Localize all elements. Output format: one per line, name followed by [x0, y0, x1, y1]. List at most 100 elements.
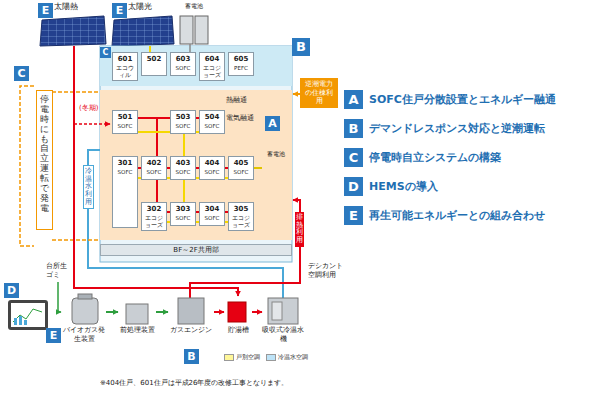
legend-item: 戸別空調 [224, 353, 260, 362]
tablet-icon [24, 320, 27, 325]
node-text: 605 [230, 55, 252, 63]
tablet-icon [8, 300, 48, 330]
blackout-bracket [20, 86, 34, 246]
node-text: HEMSの導入 [369, 179, 438, 194]
devices [268, 298, 298, 324]
source-label: 台所生ゴミ [46, 262, 68, 279]
callout-badge: E [46, 328, 61, 343]
node-text: 603 [172, 55, 194, 63]
callout-badge: E [38, 3, 53, 18]
devices [72, 294, 298, 324]
devices [272, 302, 282, 320]
building [100, 46, 292, 262]
solar-panels [40, 16, 174, 46]
connector [214, 311, 224, 313]
legend-item: 冷温水空調 [266, 353, 308, 362]
node-text: 吸収式冷温水機 [262, 326, 304, 343]
battery-icon [180, 16, 193, 44]
devices [72, 298, 98, 324]
dwelling-unit: 504SOFC [199, 110, 225, 134]
callout-badge: C [14, 66, 29, 81]
node-text: 504 [201, 113, 223, 121]
dwelling-unit: 402SOFC [141, 156, 167, 180]
flow-label: 熱融通 [226, 96, 247, 105]
callout-badge: D [4, 283, 19, 298]
node-text: エコジョーズ [230, 215, 252, 228]
dwelling-unit: 305エコジョーズ [228, 202, 254, 231]
node-text: PEFC [230, 65, 252, 72]
node-text: SOFC住戸分散設置とエネルギー融通 [369, 92, 556, 107]
legend-text: 戸別空調 [236, 353, 260, 362]
building [100, 90, 292, 240]
node-text: ガスエンジン [168, 326, 214, 335]
building [100, 46, 292, 262]
solar-panels [112, 16, 174, 46]
callout-badge: A [265, 116, 280, 131]
tablet-icon [19, 316, 22, 325]
node-text: 太陽光 [128, 2, 174, 12]
node-text: 402 [143, 159, 165, 167]
node-text: 303 [172, 205, 194, 213]
reverse-flow-arrow [293, 94, 300, 95]
devices [228, 302, 246, 322]
node-text: デマンドレスポンス対応と逆潮運転 [369, 121, 545, 136]
exhaust-heat-line [74, 124, 300, 298]
connector [254, 167, 262, 169]
device: 前処理装置 [118, 296, 156, 335]
tablet-icon [11, 303, 45, 327]
devices [126, 304, 148, 324]
node-text: 403 [172, 159, 194, 167]
feature-item: A SOFC住戸分散設置とエネルギー融通 [344, 90, 556, 109]
legend-swatch [266, 354, 276, 361]
node-text: SOFC [172, 123, 194, 130]
devices [78, 294, 92, 299]
battery-icon [195, 16, 208, 44]
device: バイオガス発生装置 [62, 296, 106, 343]
node-text: 503 [172, 113, 194, 121]
node-text: 停電時にも自立運転で発電 [40, 95, 49, 214]
dwelling-unit: 601エコウィル [112, 52, 138, 81]
legend-text: 冷温水空調 [278, 353, 308, 362]
node-text: SOFC [201, 169, 223, 176]
season-note: (冬期) [79, 104, 98, 113]
dwelling-unit: 302エコジョーズ [141, 202, 167, 231]
node-text: 604 [201, 55, 223, 63]
energy-lines [189, 44, 191, 52]
feature-item: B デマンドレスポンス対応と逆潮運転 [344, 119, 545, 138]
node-text: バイオガス発生装置 [62, 326, 106, 343]
footnote: ※404住戸、601住戸は平成26年度の改修工事となります。 [100, 378, 289, 388]
node-text: 304 [201, 205, 223, 213]
connector [106, 311, 118, 313]
callout-badge: C [100, 47, 111, 58]
node-text: 502 [143, 55, 165, 63]
dwelling-unit: 501SOFC [112, 110, 138, 134]
energy-lines [123, 44, 241, 222]
tablet-icon [14, 318, 17, 325]
battery: 蓄電池 [262, 150, 290, 184]
node-text: 逆潮電力の住棟利用 [302, 80, 336, 106]
node-text: エコジョーズ [143, 215, 165, 228]
node-text: SOFC [172, 215, 194, 222]
dwelling-unit: 301SOFC [112, 156, 138, 228]
flow-label: 排熱利用 [295, 212, 304, 247]
node-text: 貯湯槽 [224, 326, 252, 335]
node-text: 再生可能エネルギーとの組み合わせ [369, 208, 545, 223]
callout-badge: A [344, 90, 363, 109]
node-text: SOFC [143, 169, 165, 176]
callout-badge: B [344, 119, 363, 138]
dwelling-unit: 603SOFC [170, 52, 196, 76]
node-text: SOFC [172, 65, 194, 72]
note-box: 逆潮電力の住棟利用 [300, 78, 338, 108]
node-text: SOFC [201, 123, 223, 130]
node-text: 太陽熱 [54, 2, 106, 12]
flow-label: デシカント空調利用 [308, 262, 346, 279]
dwelling-unit: 503SOFC [170, 110, 196, 134]
node-text: SOFC [114, 123, 136, 130]
dwelling-unit: 605PEFC [228, 52, 254, 76]
flow-label: 冷温水利用 [83, 165, 94, 209]
dwelling-unit: 502 [141, 52, 167, 76]
dwelling-unit: 303SOFC [170, 202, 196, 226]
node-text: 501 [114, 113, 136, 121]
callout-badge: D [344, 177, 363, 196]
exhaust-heat-line [74, 123, 110, 125]
